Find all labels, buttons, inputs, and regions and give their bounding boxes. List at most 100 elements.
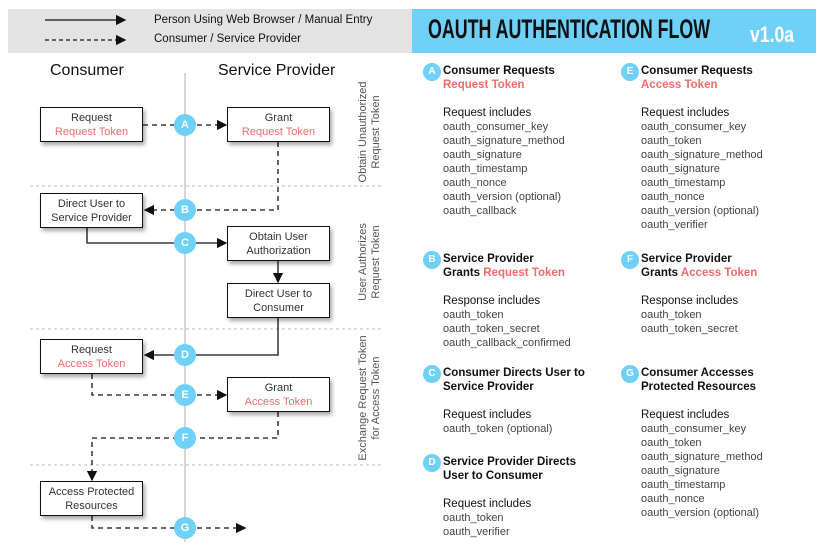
step-badge: B (423, 251, 441, 269)
arrow-g (91, 516, 247, 534)
box-label: Obtain User (249, 230, 308, 243)
step-marker-f: F (174, 427, 196, 449)
step-subheading: Request includes (641, 409, 730, 421)
step-badge: F (621, 251, 639, 269)
legend-bar (8, 9, 412, 53)
box-label: Service Provider (51, 211, 132, 224)
step-token: Access Token (680, 267, 758, 279)
param-item: oauth_signature_method (443, 135, 565, 147)
param-item: oauth_nonce (641, 493, 705, 505)
param-item: oauth_token (641, 135, 702, 147)
step-title: Service Provider (641, 253, 732, 265)
box-label: Direct User to (57, 197, 126, 210)
step-marker-d: D (174, 344, 196, 366)
consumer-heading: Consumer (50, 62, 124, 79)
legend-solid-label: Person Using Web Browser / Manual Entry (154, 14, 373, 26)
step-subheading: Response includes (443, 295, 541, 307)
phase-label-line: User Authorizes (357, 223, 369, 301)
param-item: oauth_signature (641, 465, 720, 477)
box-label: Consumer (253, 301, 304, 314)
param-item: oauth_signature_method (641, 451, 763, 463)
arrow-d (143, 318, 279, 361)
step-subheading: Request includes (641, 107, 730, 119)
step-token: Request Token (483, 267, 565, 279)
param-item: oauth_token (443, 309, 504, 321)
step-title: Consumer Directs User to (443, 367, 585, 379)
param-item: oauth_consumer_key (443, 121, 549, 133)
step-title: Service Provider (443, 253, 534, 265)
phase-label-line: Obtain Unauthorized (357, 81, 369, 183)
step-subheading: Request includes (443, 409, 532, 421)
step-marker-c: C (174, 232, 196, 254)
step-subheading: Response includes (641, 295, 739, 307)
version-label: v1.0a (750, 22, 795, 47)
page-title: OAUTH AUTHENTICATION FLOW (428, 14, 711, 44)
phase-label-line: Exchange Request Token (357, 335, 369, 461)
param-item: oauth_timestamp (443, 163, 528, 175)
param-item: oauth_nonce (641, 191, 705, 203)
arrow-b (143, 142, 279, 216)
step-title: Consumer Requests (641, 65, 753, 77)
step-marker-a: A (174, 114, 196, 136)
phase-label-line: Request Token (370, 225, 382, 299)
step-title: Grants Request Token (443, 266, 613, 280)
step-badge: C (423, 365, 441, 383)
param-item: oauth_callback (443, 205, 517, 217)
param-item: oauth_verifier (443, 526, 510, 538)
step-title: Grants Access Token (641, 266, 811, 280)
phase-label-line: for Access Token (370, 356, 382, 440)
param-item: oauth_consumer_key (641, 423, 747, 435)
step-marker-e: E (174, 384, 196, 406)
arrow-e (91, 374, 228, 401)
box-token-label: Request Token (54, 125, 129, 138)
step-subheading: Request includes (443, 107, 532, 119)
step-title: Consumer Accesses (641, 367, 754, 379)
box-label: Direct User to (244, 287, 313, 300)
step-token: Request Token (443, 79, 525, 91)
param-item: oauth_token (optional) (443, 423, 553, 435)
box-token-label: Request Token (241, 125, 316, 138)
step-title: Consumer Requests (443, 65, 555, 77)
param-item: oauth_token_secret (641, 323, 738, 335)
step-title-prefix: Grants (443, 267, 484, 279)
step-title: User to Consumer (443, 470, 543, 482)
param-item: oauth_token (641, 437, 702, 449)
box-label: Authorization (246, 244, 311, 257)
box-token-label: Access Token (57, 357, 126, 370)
param-item: oauth_signature_method (641, 149, 763, 161)
title-bar (412, 9, 816, 53)
param-item: oauth_token_secret (443, 323, 540, 335)
step-title: Service Provider (443, 381, 534, 393)
param-item: oauth_version (optional) (641, 205, 760, 217)
arrow-c (86, 228, 228, 249)
param-item: oauth_signature (443, 149, 522, 161)
step-marker-g: G (174, 517, 196, 539)
param-item: oauth_callback_confirmed (443, 337, 571, 349)
legend-dashed-label: Consumer / Service Provider (154, 33, 301, 45)
box-token-label: Access Token (244, 395, 313, 408)
phase-label-line: Request Token (370, 95, 382, 169)
box-label: Grant (264, 111, 293, 124)
param-item: oauth_version (optional) (641, 507, 760, 519)
param-item: oauth_version (optional) (443, 191, 562, 203)
step-badge: E (621, 63, 639, 81)
param-item: oauth_nonce (443, 177, 507, 189)
step-title-prefix: Grants (641, 267, 681, 279)
